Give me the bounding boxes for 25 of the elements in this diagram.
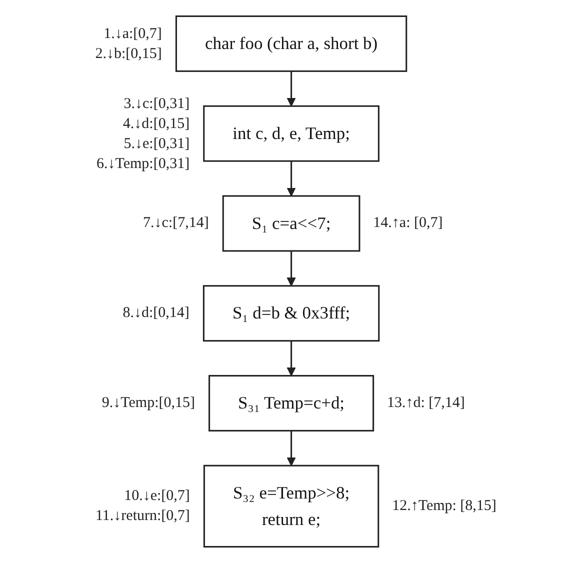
annotation-text: 4.↓d:[0,15] — [122, 114, 190, 134]
annotation-text: 9.↓Temp:[0,15] — [102, 394, 195, 414]
process-box: S₃₁ Temp=c+d; — [208, 374, 374, 432]
annotation-text: 7.↓c:[7,14] — [143, 214, 209, 234]
annotation-text: 11.↓return:[0,7] — [95, 507, 190, 526]
arrow — [286, 71, 296, 107]
process-box: S₁ d=b & 0x3fff; — [202, 285, 380, 342]
annotation-text: 5.↓e:[0,31] — [124, 134, 190, 154]
annotation-text: 8.↓d:[0,14] — [122, 304, 190, 324]
annotation-text: 12.↑Temp: [8,15] — [392, 497, 496, 516]
annotation-text: 6.↓Temp:[0,31] — [96, 154, 190, 174]
arrow — [286, 430, 296, 466]
arrow — [286, 340, 296, 376]
annotation-text: 3.↓c:[0,31] — [124, 94, 190, 114]
process-box: int c, d, e, Temp; — [202, 105, 380, 162]
process-box: char foo (char a, short b) — [175, 15, 407, 72]
annotation-text: 13.↑d: [7,14] — [387, 394, 465, 414]
process-box: S₁ c=a<<7; — [222, 195, 360, 252]
annotation-text: 14.↑a: [0,7] — [373, 214, 443, 234]
process-box: S₃₂ e=Temp>>8; return e; — [203, 464, 379, 548]
annotation-text: 10.↓e:[0,7] — [124, 487, 190, 506]
arrow — [286, 161, 296, 196]
annotation-text: 1.↓a:[0,7] — [104, 24, 162, 44]
arrow — [286, 250, 296, 286]
annotation-text: 2.↓b:[0,15] — [95, 44, 162, 64]
